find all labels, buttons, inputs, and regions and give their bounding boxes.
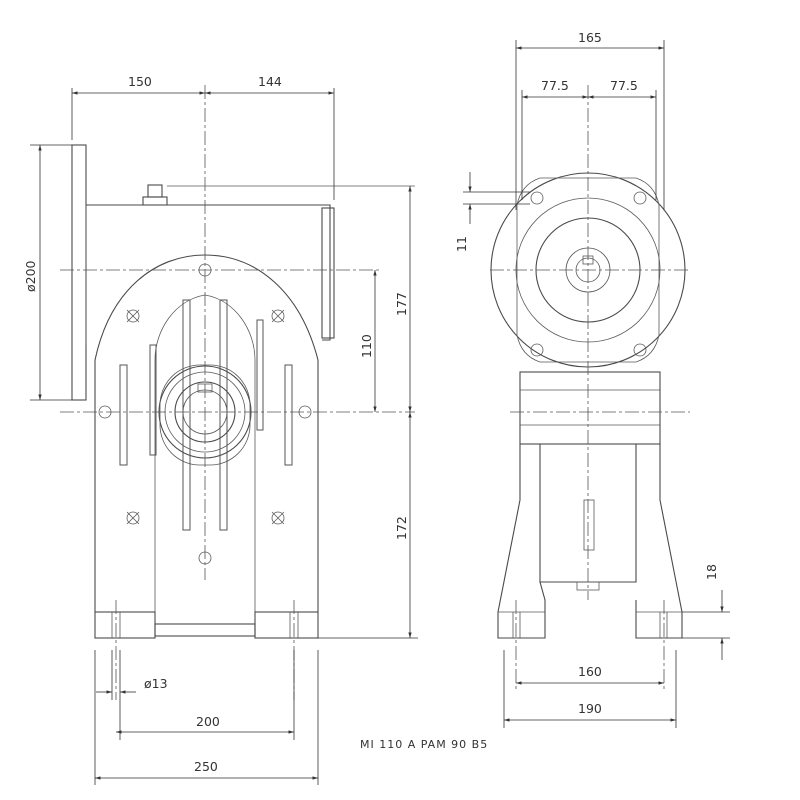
dim-77-5-left: 77.5 <box>541 78 569 93</box>
dim-110: 110 <box>359 334 374 358</box>
dim-200: 200 <box>196 714 220 729</box>
dim-150: 150 <box>128 74 152 89</box>
dim-177: 177 <box>394 292 409 316</box>
dim-18: 18 <box>704 564 719 580</box>
model-caption: MI 110 A PAM 90 B5 <box>360 738 488 751</box>
dim-77-5-right: 77.5 <box>610 78 638 93</box>
front-view: 150 144 ø200 177 172 110 ø13 200 250 <box>23 74 418 785</box>
dim-190: 190 <box>578 701 602 716</box>
dim-160: 160 <box>578 664 602 679</box>
dim-11: 11 <box>454 236 469 252</box>
side-view: 165 77.5 77.5 11 18 160 190 <box>454 30 730 728</box>
dim-dia13: ø13 <box>144 676 168 691</box>
dim-dia200: ø200 <box>23 260 38 292</box>
dim-165: 165 <box>578 30 602 45</box>
dim-172: 172 <box>394 516 409 540</box>
dim-144: 144 <box>258 74 282 89</box>
dim-250: 250 <box>194 759 218 774</box>
